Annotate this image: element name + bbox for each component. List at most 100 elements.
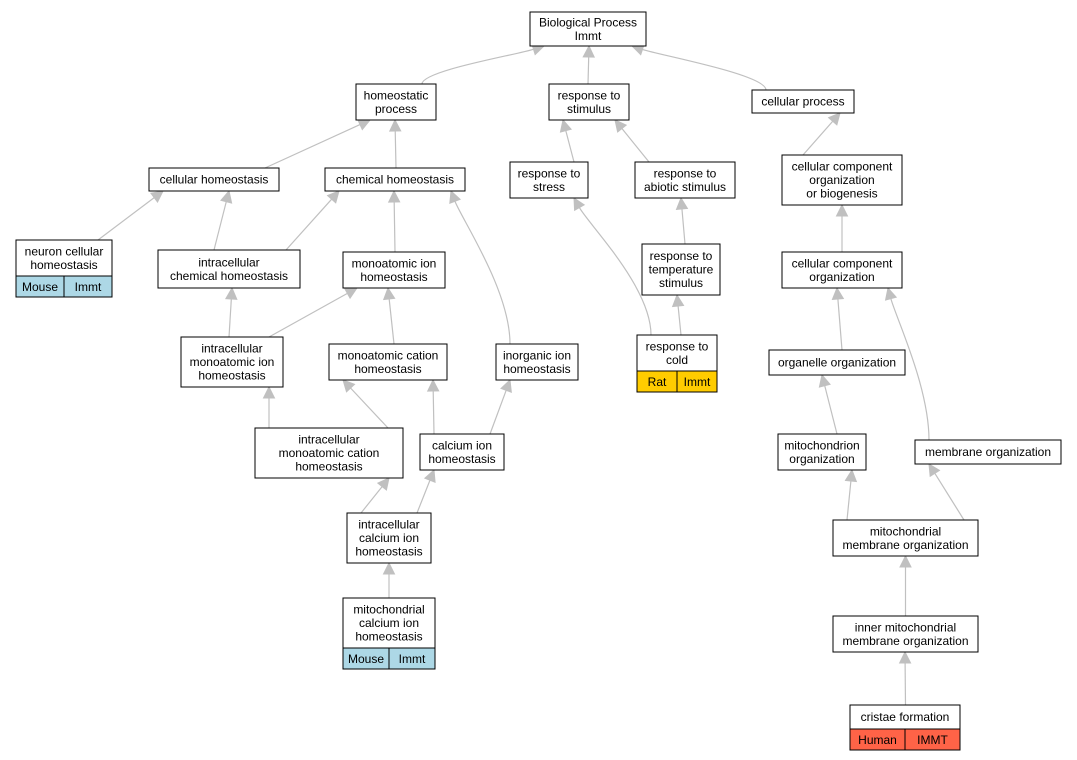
term-label-line: homeostasis <box>428 452 495 466</box>
term-label-line: intracellular <box>198 255 259 269</box>
go-term-cellhomeo[interactable]: cellular homeostasis <box>148 167 280 192</box>
term-label-line: response to <box>558 88 621 102</box>
term-box <box>15 239 113 277</box>
edge-line <box>802 120 834 156</box>
term-label-line: temperature <box>649 263 714 277</box>
edge-intcalc-to-calcium <box>416 468 436 514</box>
term-label-line: stimulus <box>659 276 703 290</box>
edge-line <box>489 390 507 435</box>
term-label-line: calcium ion <box>432 438 492 452</box>
term-box <box>781 154 903 206</box>
term-label-line: chemical homeostasis <box>336 173 454 187</box>
edge-monocation-to-monoion <box>382 286 396 345</box>
arrow-head-icon <box>500 378 512 393</box>
edge-line <box>824 385 838 435</box>
annotation-cell <box>63 275 113 298</box>
edge-calcium-to-inorg <box>489 378 512 435</box>
edge-cold-to-stress <box>573 197 652 336</box>
term-box <box>634 161 736 199</box>
edge-calcium-to-monocation <box>426 378 440 435</box>
term-label-line: chemical homeostasis <box>170 269 288 283</box>
term-label-line: membrane organization <box>842 538 968 552</box>
edge-intmonoion-to-monoion <box>268 287 358 338</box>
annotation-label: Immt <box>75 280 102 294</box>
term-box <box>324 167 466 192</box>
term-box <box>751 89 855 114</box>
edge-cellhomeo-to-homeo <box>264 119 372 169</box>
term-label-line: homeostasis <box>355 545 422 559</box>
term-box <box>346 512 432 564</box>
go-term-organelle[interactable]: organelle organization <box>768 349 906 376</box>
arrow-head-icon <box>262 385 276 399</box>
term-box <box>832 615 979 653</box>
annotation-label: Mouse <box>348 652 384 666</box>
arrow-head-icon <box>884 286 898 301</box>
term-label-line: organization <box>809 173 874 187</box>
edge-monoion-to-chemhomeo <box>387 189 401 253</box>
edge-line <box>587 56 590 85</box>
arrow-head-icon <box>449 189 462 204</box>
arrow-head-icon <box>423 468 436 484</box>
edge-line <box>213 201 227 251</box>
term-label-line: response to <box>654 166 717 180</box>
edge-line <box>388 298 395 345</box>
arrow-head-icon <box>675 196 689 211</box>
term-label-line: cristae formation <box>861 710 950 724</box>
term-label-line: neuron cellular <box>25 244 104 258</box>
edge-intcalc-to-intmonocation <box>360 477 390 514</box>
go-term-cellproc[interactable]: cellular process <box>751 89 855 114</box>
arrow-head-icon <box>818 373 831 388</box>
term-label-line: calcium ion <box>359 531 419 545</box>
arrow-head-icon <box>326 190 340 204</box>
edge-line <box>621 128 650 163</box>
term-box <box>768 349 906 376</box>
edge-memorg-to-cco <box>884 286 930 441</box>
term-box <box>180 336 284 388</box>
arrow-head-icon <box>671 293 685 308</box>
term-label-line: homeostasis <box>360 270 427 284</box>
term-label-line: organization <box>809 270 874 284</box>
term-label-line: cellular process <box>761 95 844 109</box>
edge-line <box>285 198 333 251</box>
term-label-line: cold <box>666 353 688 367</box>
edge-mitomem-to-memorg <box>928 463 965 521</box>
edge-line <box>97 197 155 241</box>
annotation-cell <box>676 370 718 393</box>
go-term-chemhomeo[interactable]: chemical homeostasis <box>324 167 466 192</box>
go-term-memorg[interactable]: membrane organization <box>914 439 1062 465</box>
term-label-line: homeostasis <box>295 460 362 474</box>
term-label-line: organelle organization <box>778 356 896 370</box>
term-box <box>777 433 867 471</box>
edge-intchem-to-cellhomeo <box>213 189 233 251</box>
edge-line <box>454 201 511 345</box>
edge-line <box>350 387 389 429</box>
term-label-line: monoatomic cation <box>279 446 380 460</box>
annotation-label: IMMT <box>917 733 948 747</box>
edge-line <box>394 130 397 169</box>
term-box <box>781 251 903 289</box>
term-box <box>157 249 301 289</box>
